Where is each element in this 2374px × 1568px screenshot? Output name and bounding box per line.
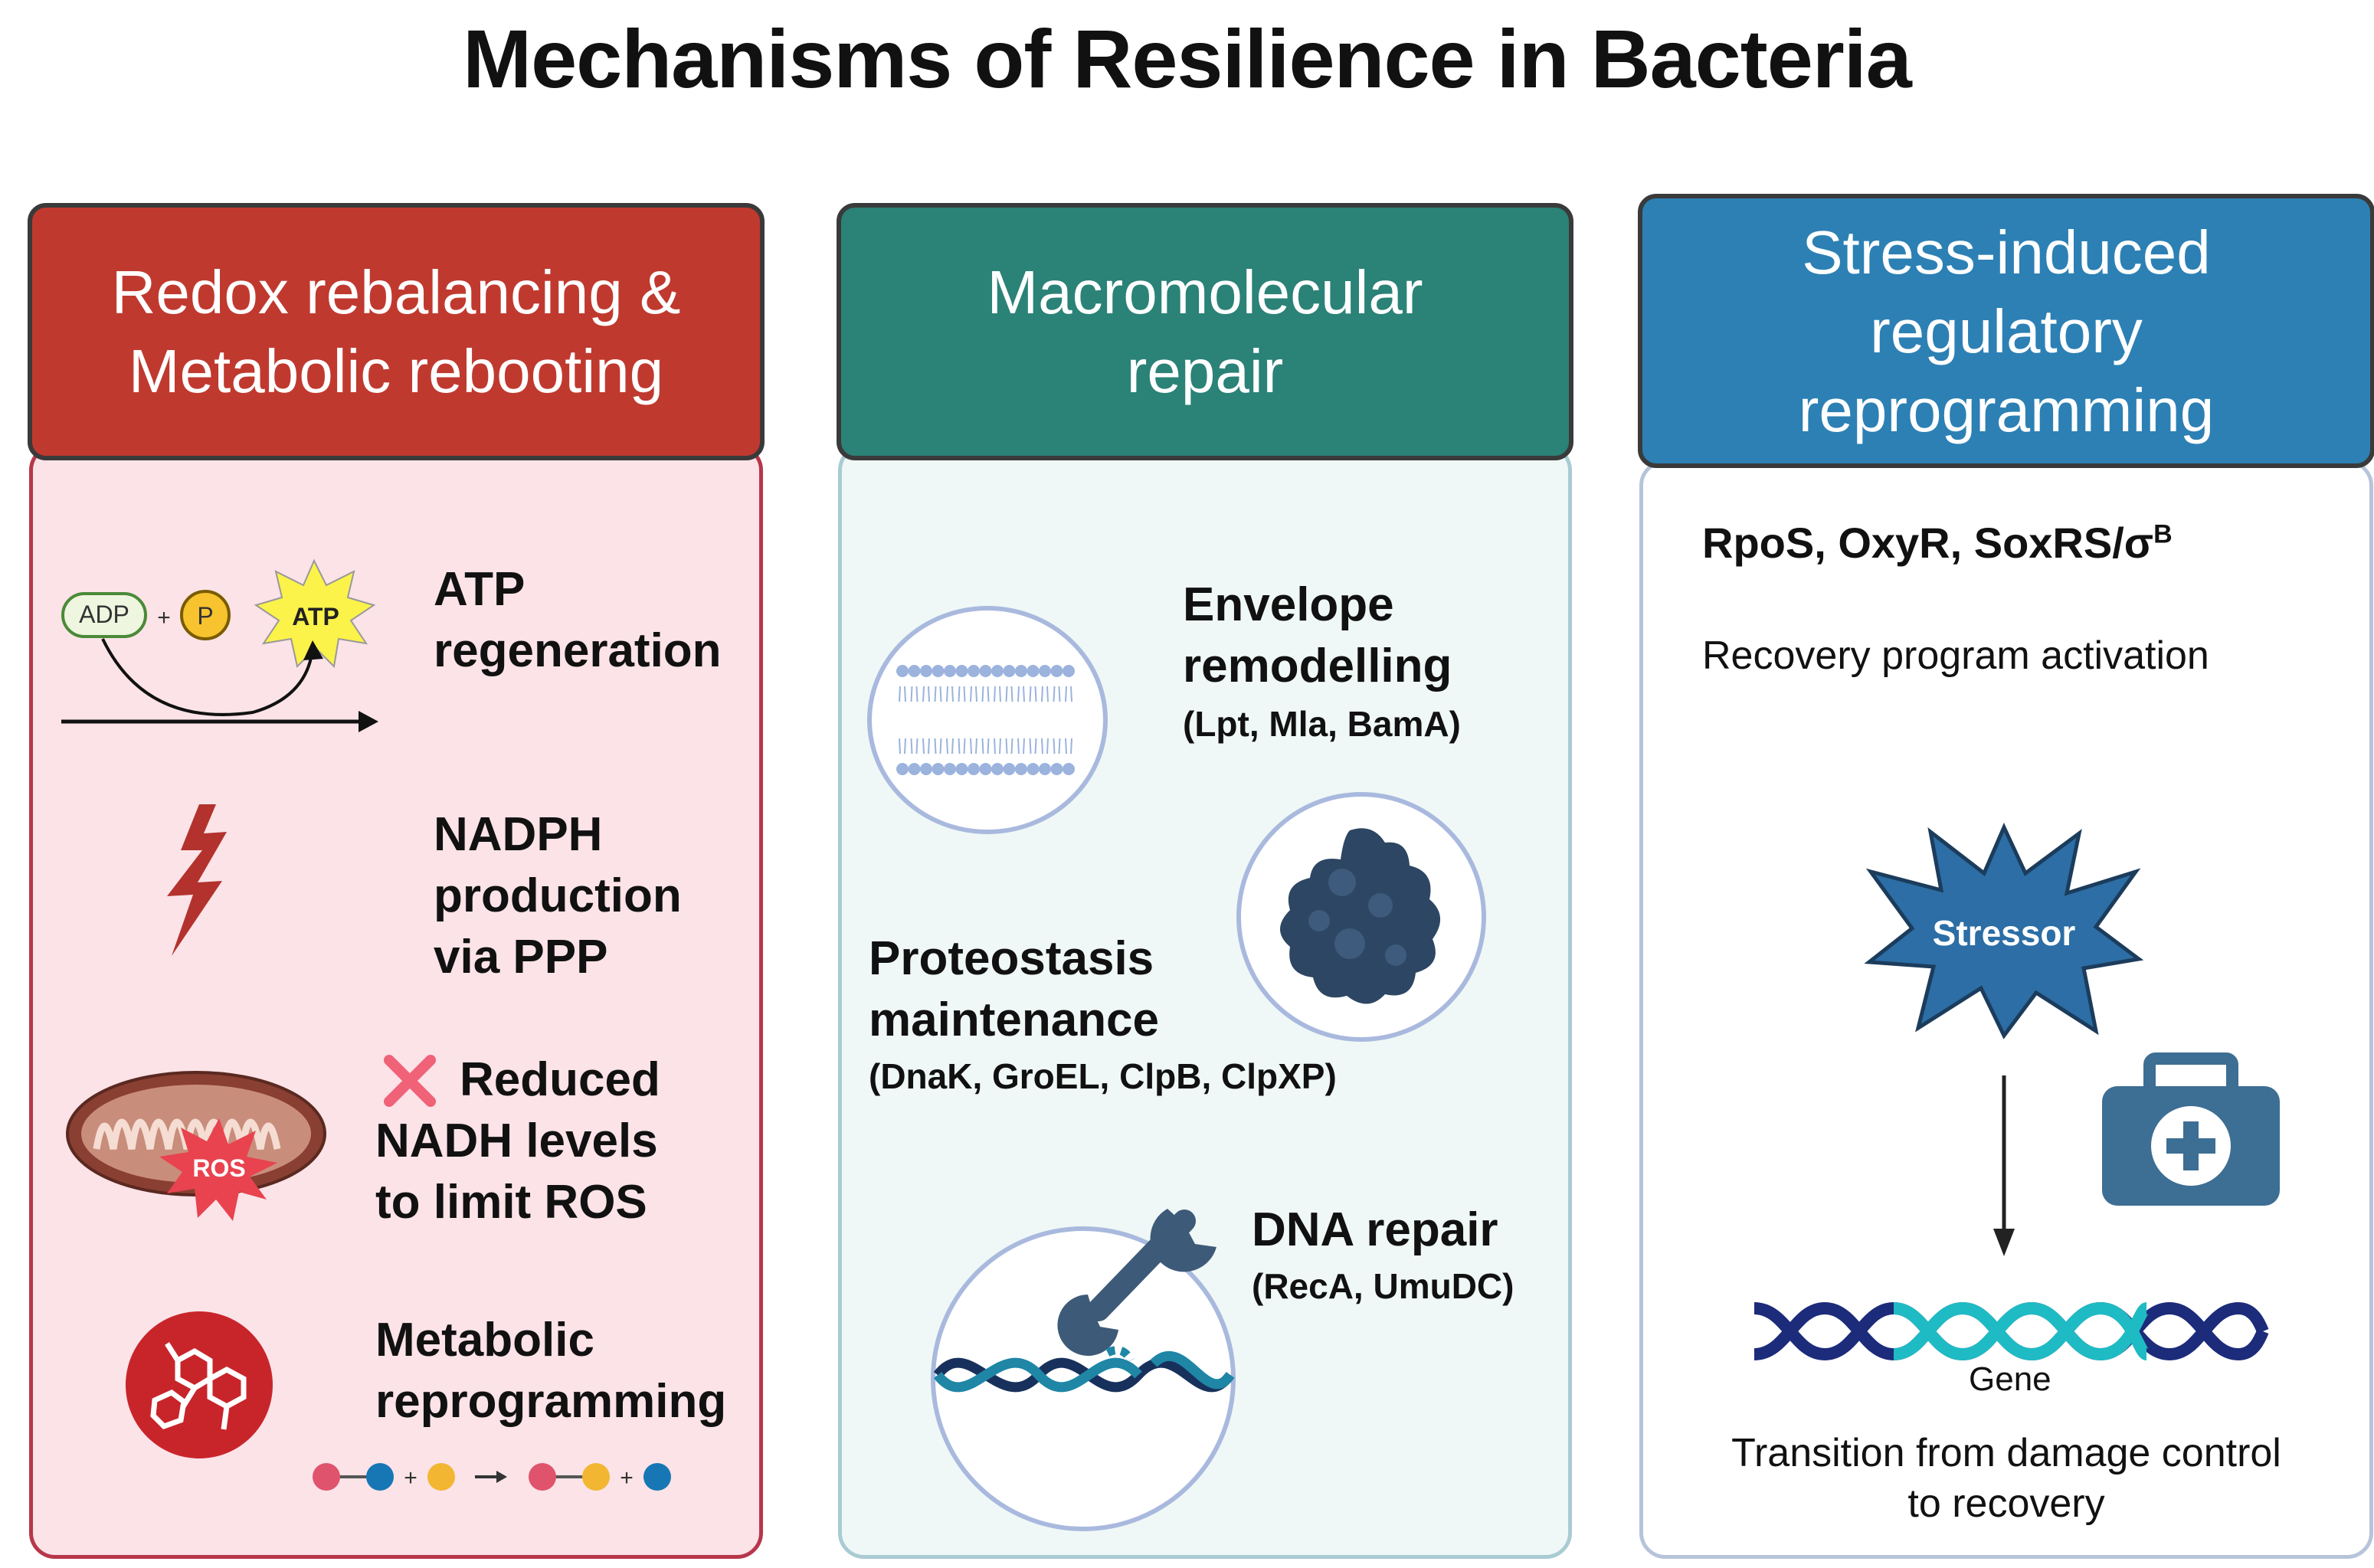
regulators-label: RpoS, OxyR, SoxRS/σB	[1702, 518, 2173, 568]
envelope-line-1: Envelope	[1183, 578, 1394, 631]
nadph-line-1: NADPH	[434, 808, 603, 861]
proteostasis-line-2: maintenance	[869, 994, 1160, 1046]
nadh-label-first: Reduced	[460, 1053, 660, 1106]
regulatory-header-line-1: Stress-induced	[1802, 218, 2211, 286]
phosphate-label: P	[197, 602, 213, 630]
nadph-label: NADPH production via PPP	[434, 804, 682, 988]
atp-regeneration-line-2: regeneration	[434, 624, 722, 677]
metabolic-line-1: Metabolic	[375, 1314, 594, 1367]
metabolic-plus-1: +	[404, 1465, 417, 1491]
metabolic-plus-2: +	[620, 1465, 634, 1491]
proteostasis-proteins: (DnaK, GroEL, ClpB, ClpXP)	[869, 1056, 1337, 1096]
recovery-program-label: Recovery program activation	[1702, 633, 2209, 678]
regulatory-header-line-3: reprogramming	[1798, 375, 2215, 444]
stressor-star-icon: Stressor	[1864, 822, 2144, 1039]
medical-kit-icon	[2102, 1052, 2280, 1206]
nadh-line-2: NADH levels	[375, 1115, 658, 1167]
atp-regeneration-line-1: ATP	[434, 563, 526, 616]
redox-header: Redox rebalancing & Metabolic rebooting	[28, 203, 765, 460]
protein-icon	[1236, 792, 1486, 1042]
stressor-label: Stressor	[1933, 913, 2076, 953]
wrench-dna-icon	[931, 1209, 1236, 1531]
regulatory-header: Stress-induced regulatory reprogramming	[1638, 194, 2374, 468]
dna-repair-label: DNA repair	[1252, 1203, 1498, 1256]
nadh-label-rest: NADH levels to limit ROS	[375, 1111, 658, 1233]
repair-header-line-1: Macromolecular	[987, 258, 1423, 326]
membrane-bilayer-icon	[867, 606, 1108, 834]
envelope-line-2: remodelling	[1183, 640, 1452, 692]
transition-line-2: to recovery	[1907, 1481, 2105, 1526]
nadh-line-3: to limit ROS	[375, 1176, 647, 1229]
atp-regeneration-icon: ADP + P ATP	[61, 558, 378, 732]
metabolite-reaction-icon: + +	[313, 1463, 671, 1491]
repair-header: Macromolecular repair	[837, 203, 1573, 460]
gene-label: Gene	[1969, 1360, 2051, 1398]
envelope-label: Envelope remodelling	[1183, 574, 1452, 697]
adp-label: ADP	[79, 601, 129, 628]
nadph-line-3: via PPP	[434, 931, 608, 984]
lightning-bolt-icon	[167, 804, 227, 956]
proteostasis-line-1: Proteostasis	[869, 932, 1154, 985]
metabolic-line-2: reprogramming	[375, 1375, 727, 1428]
ros-label: ROS	[192, 1154, 245, 1182]
regulators-superscript: B	[2153, 519, 2173, 549]
repair-header-line-2: repair	[1126, 337, 1284, 405]
nadph-line-2: production	[434, 869, 682, 922]
arrow-down-icon	[1993, 1075, 2015, 1256]
dna-helix-icon	[1753, 1301, 2269, 1361]
proteostasis-label: Proteostasis maintenance	[869, 928, 1159, 1051]
envelope-proteins: (Lpt, Mla, BamA)	[1183, 704, 1461, 744]
dna-repair-proteins: (RecA, UmuDC)	[1252, 1266, 1514, 1306]
atp-plus-sign: +	[157, 605, 171, 630]
transition-label: Transition from damage control to recove…	[1639, 1428, 2373, 1529]
redox-header-line-2: Metabolic rebooting	[128, 337, 664, 405]
transition-line-1: Transition from damage control	[1731, 1431, 2281, 1475]
regulators-text: RpoS, OxyR, SoxRS/σ	[1702, 519, 2154, 567]
mitochondrion-icon: ROS	[66, 1071, 326, 1221]
cross-icon	[384, 1055, 436, 1107]
metabolic-label: Metabolic reprogramming	[375, 1310, 726, 1432]
molecule-icon	[126, 1311, 273, 1458]
regulatory-header-line-2: regulatory	[1870, 296, 2143, 365]
page-title: Mechanisms of Resilience in Bacteria	[463, 12, 1912, 105]
redox-header-line-1: Redox rebalancing &	[111, 258, 681, 326]
atp-label: ATP	[292, 603, 339, 630]
atp-regeneration-label: ATP regeneration	[434, 559, 722, 682]
